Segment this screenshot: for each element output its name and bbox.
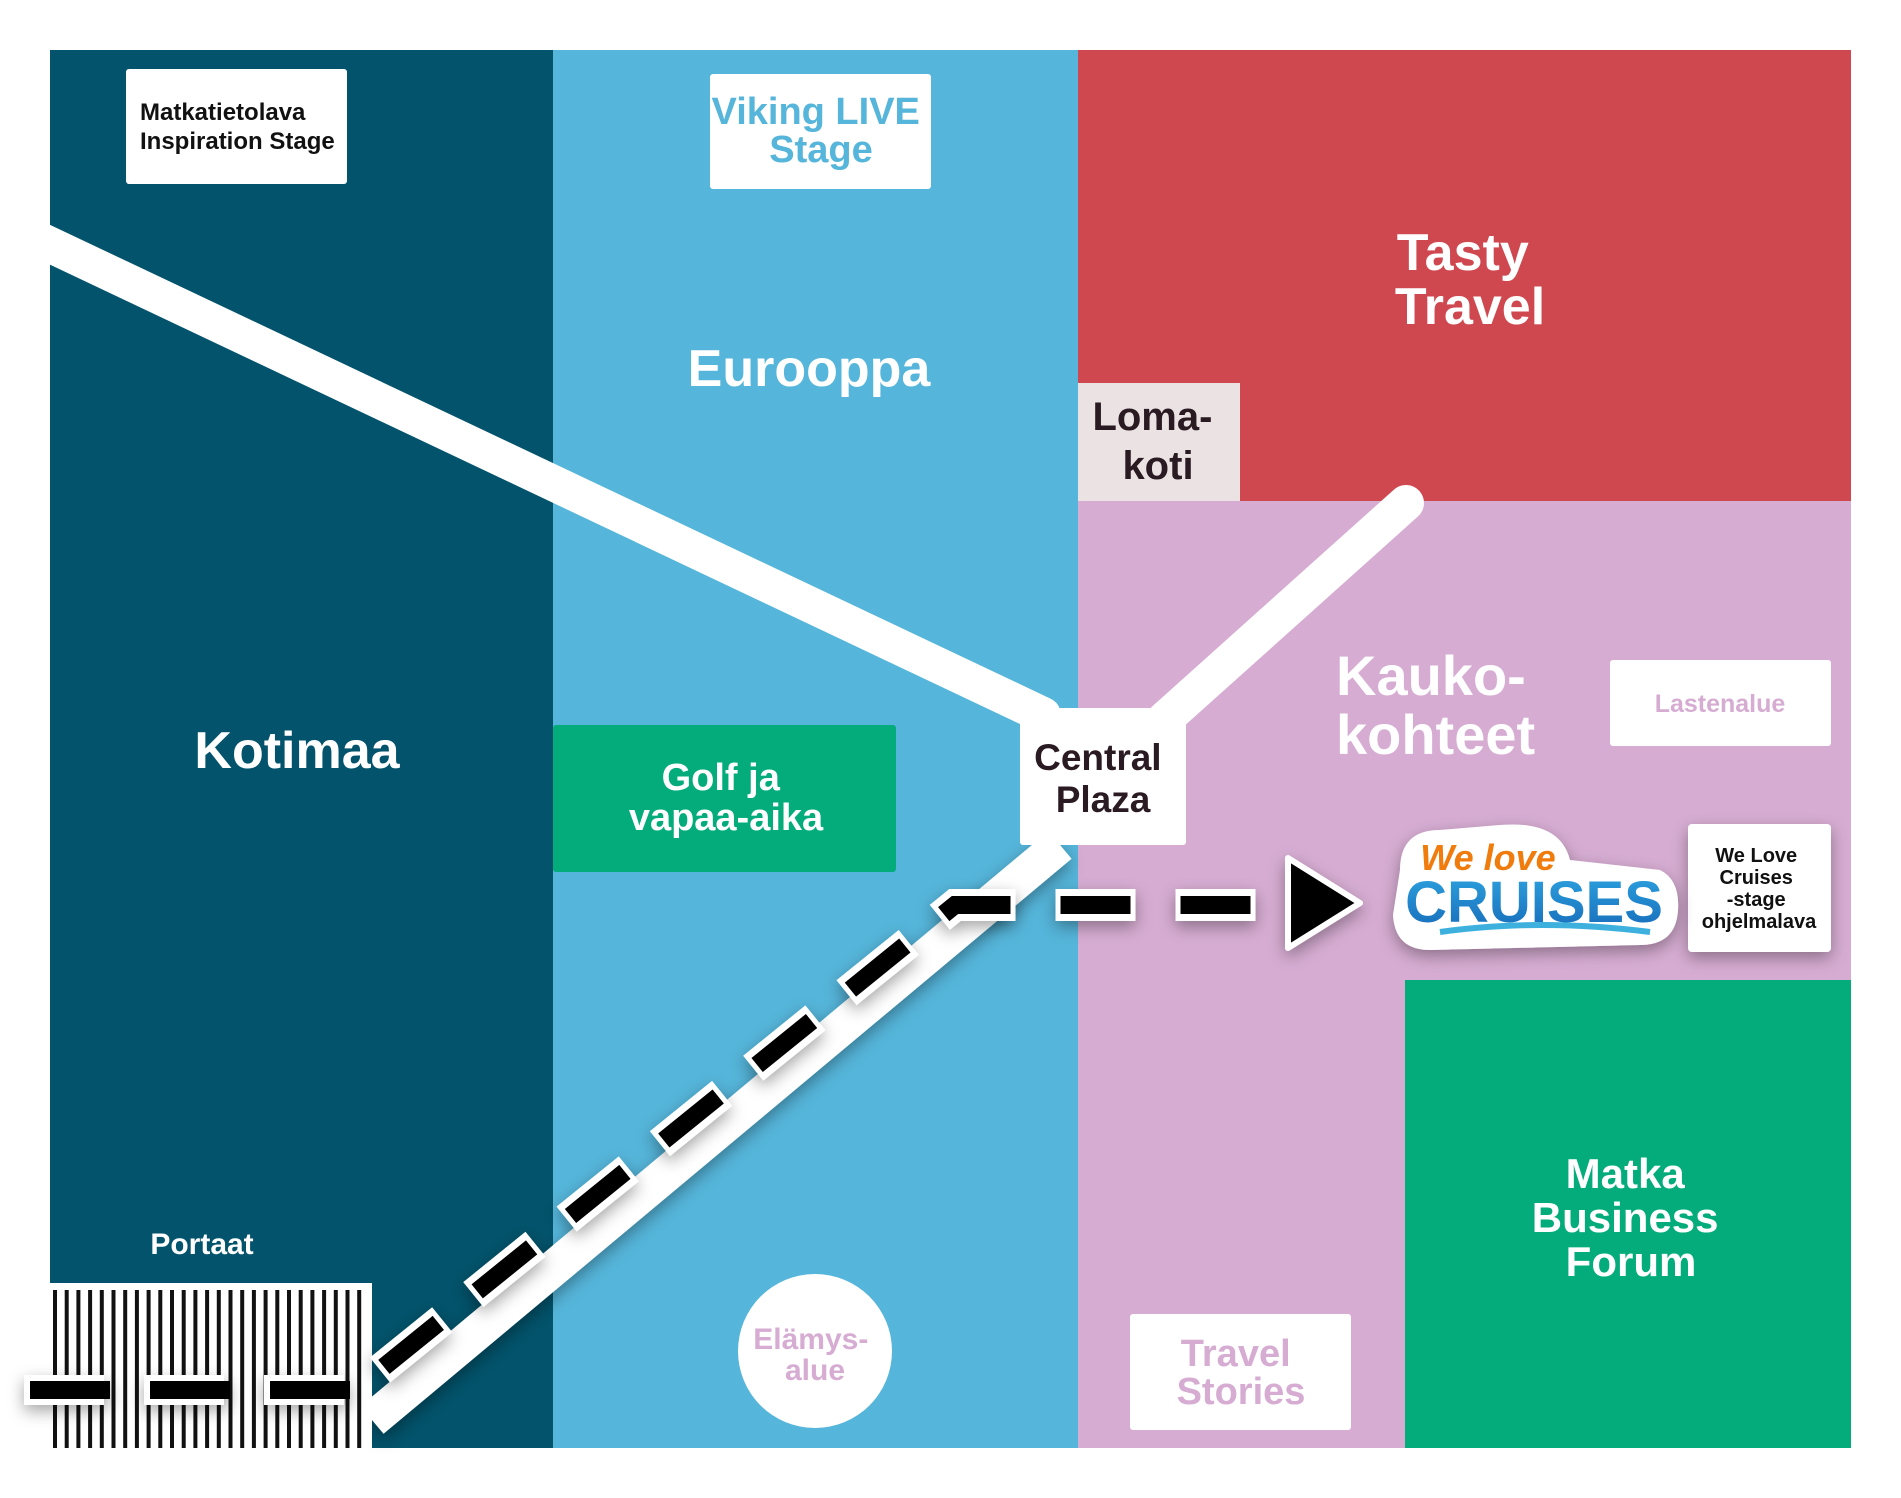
zone-label-kotimaa: Kotimaa bbox=[194, 722, 400, 780]
stage-viking-live[interactable]: Viking LIVE Stage bbox=[710, 74, 931, 189]
stage-central-plaza[interactable]: Central Plaza bbox=[1020, 708, 1186, 845]
svg-text:Travel Stories: Travel Stories bbox=[1177, 1333, 1306, 1413]
zone-matka-business-forum[interactable] bbox=[1405, 980, 1851, 1448]
we-love-cruises-logo: We love CRUISES bbox=[1393, 824, 1679, 950]
svg-text:Central Plaza: Central Plaza bbox=[1034, 737, 1172, 820]
zone-label-matka-business-forum: Matka Business Forum bbox=[1532, 1150, 1730, 1285]
triangle-right-icon bbox=[1285, 855, 1363, 951]
stage-travel-stories[interactable]: Travel Stories bbox=[1130, 1314, 1351, 1430]
svg-text:We love: We love bbox=[1420, 837, 1555, 878]
svg-text:Lastenalue: Lastenalue bbox=[1655, 690, 1786, 718]
svg-text:Elämys- alue: Elämys- alue bbox=[753, 1323, 876, 1387]
route-path bbox=[24, 855, 1363, 1405]
stage-we-love-cruises[interactable]: We Love Cruises -stage ohjelmalava bbox=[1688, 824, 1831, 952]
zone-label-golf: Golf ja vapaa-aika bbox=[629, 757, 824, 839]
zone-label-kaukokohteet: Kauko- kohteet bbox=[1336, 644, 1541, 766]
stage-lastenalue[interactable]: Lastenalue bbox=[1610, 660, 1831, 746]
zone-label-eurooppa: Eurooppa bbox=[688, 340, 932, 398]
zone-label-tasty-travel: Tasty Travel bbox=[1395, 224, 1545, 336]
svg-text:Viking LIVE Stage: Viking LIVE Stage bbox=[712, 91, 931, 171]
stairs-icon bbox=[50, 1283, 372, 1448]
svg-text:We Love Cruises -s: We Love Cruises -stage ohjelmalava bbox=[1702, 845, 1817, 933]
zone-label-lomakoti: Loma- koti bbox=[1092, 395, 1223, 488]
walkways bbox=[22, 222, 1424, 1434]
stage-matkatietolava[interactable]: Matkatietolava Inspiration Stage bbox=[126, 69, 347, 184]
portaat-label: Portaat bbox=[150, 1228, 253, 1261]
stage-elamysalue[interactable]: Elämys- alue bbox=[738, 1274, 892, 1428]
zone-lomakoti[interactable] bbox=[1078, 383, 1240, 501]
zone-golf[interactable] bbox=[553, 725, 896, 872]
svg-text:Matkatietolava Inspirati: Matkatietolava Inspiration Stage bbox=[140, 99, 335, 155]
